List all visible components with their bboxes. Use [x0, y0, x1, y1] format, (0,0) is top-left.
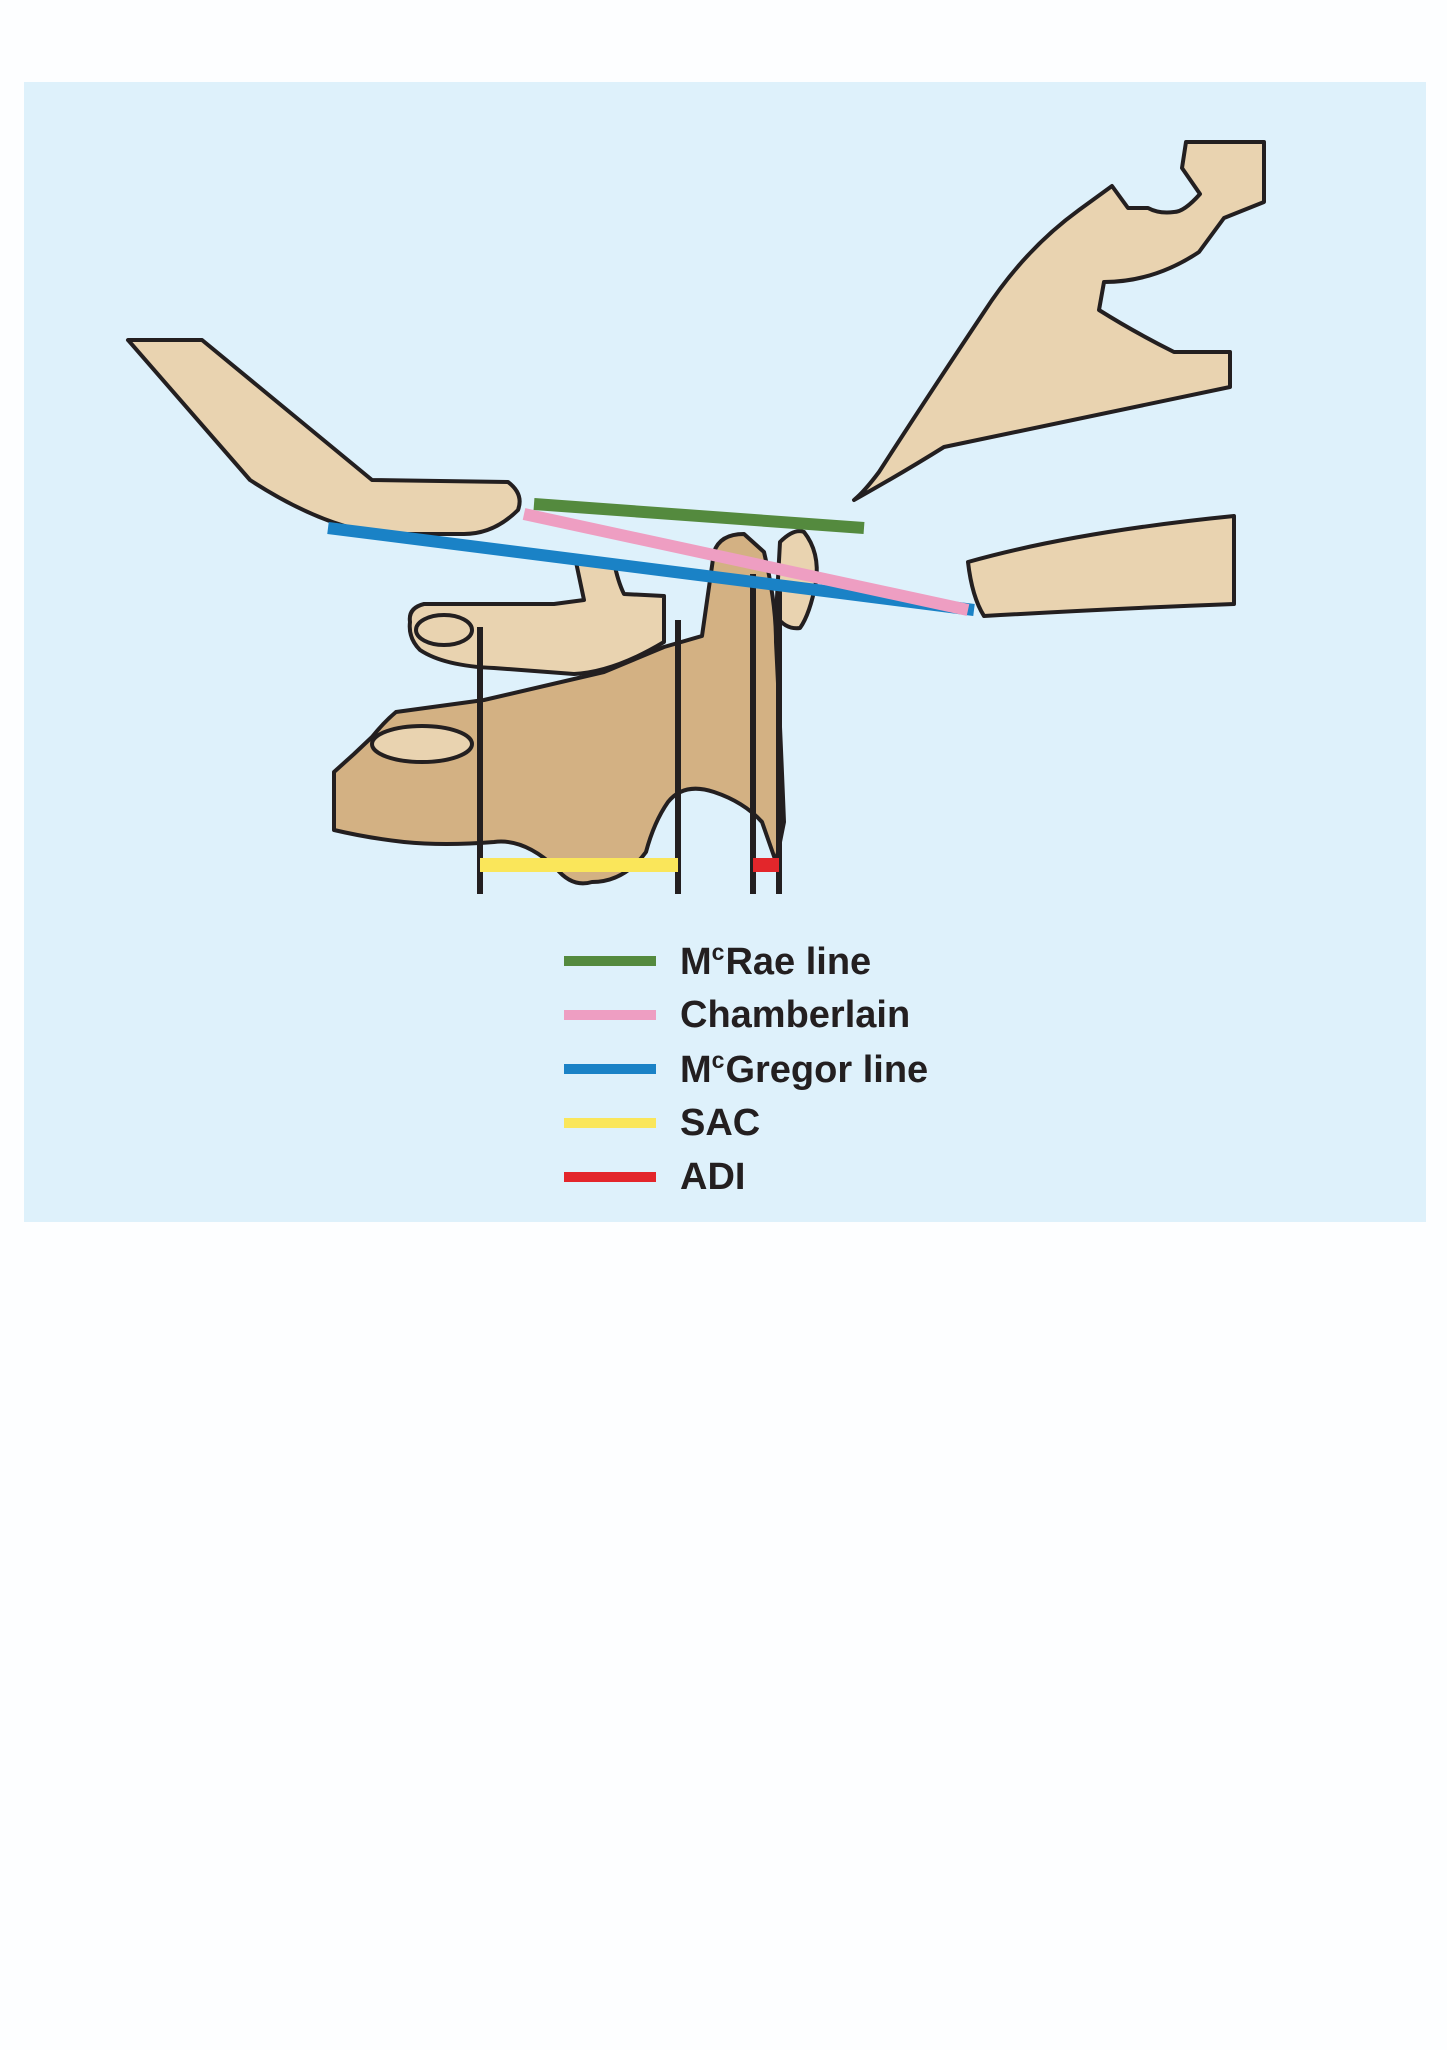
figure-panel: McRae line Chamberlain McGregor line SAC… [24, 82, 1426, 1222]
mcrae-line [533, 498, 865, 534]
legend-label: Chamberlain [680, 994, 911, 1036]
legend-item-mcgregor: McGregor line [564, 1042, 1044, 1096]
yellow-line-swatch-icon [564, 1118, 656, 1128]
legend-item-chamberlain: Chamberlain [564, 988, 1044, 1042]
blue-line-swatch-icon [564, 1064, 656, 1074]
occipital-bone [126, 338, 522, 536]
legend-label: McGregor line [680, 1047, 929, 1091]
legend-item-mcrae: McRae line [564, 934, 1044, 988]
legend-label: ADI [680, 1156, 746, 1198]
legend-item-sac: SAC [564, 1096, 1044, 1150]
hard-palate [966, 514, 1236, 618]
c1-posterior-tubercle [414, 613, 474, 647]
clivus-bone [852, 140, 1266, 502]
pink-line-swatch-icon [564, 1010, 656, 1020]
c2-spinous-process [370, 724, 474, 764]
legend-label: SAC [680, 1102, 761, 1144]
legend: McRae line Chamberlain McGregor line SAC… [564, 934, 1044, 1204]
chamberlain-line [522, 508, 970, 616]
legend-item-adi: ADI [564, 1150, 1044, 1204]
craniovertebral-diagram [126, 140, 1266, 894]
red-line-swatch-icon [564, 1172, 656, 1182]
mcgregor-line [327, 522, 975, 616]
c2-axis [332, 532, 786, 886]
legend-label: McRae line [680, 939, 872, 983]
green-line-swatch-icon [564, 956, 656, 966]
